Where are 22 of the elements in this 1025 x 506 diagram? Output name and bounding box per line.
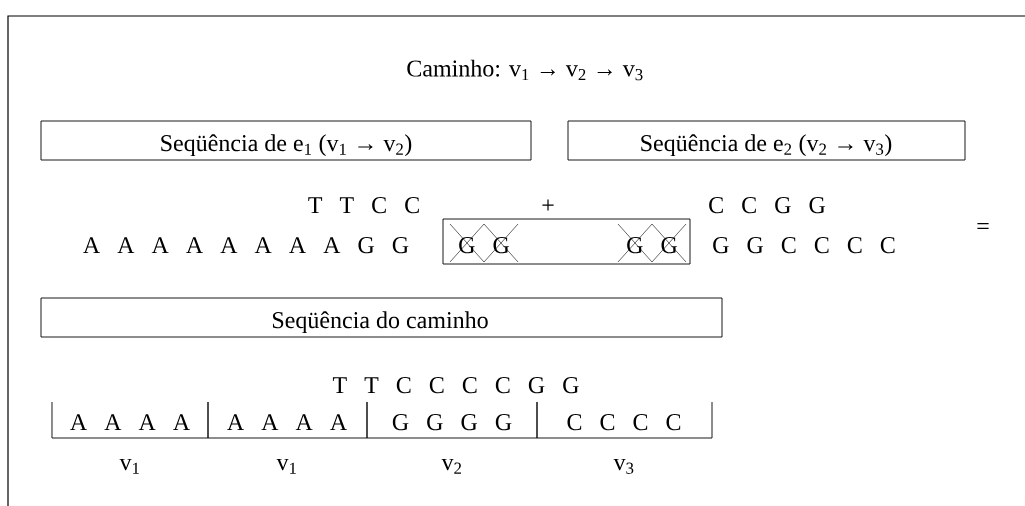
- vertex-label: v$_{2}$: [441, 459, 461, 474]
- sequence-text: T T C C: [308, 197, 419, 214]
- sequence-cell: C C C C: [536, 401, 713, 439]
- equals-sign: =: [977, 223, 989, 230]
- plus-sign: +: [542, 199, 554, 211]
- vertex-label: v$_{1}$: [276, 459, 296, 474]
- overlap-box: [442, 218, 691, 265]
- sequence-text: T T C C C C G G: [332, 377, 579, 394]
- struck-letters: G G: [617, 223, 687, 263]
- label-box: Seqüência de e$_{2}$ (v$_{2}$ → v$_{3}$): [567, 120, 966, 161]
- sequence-cell: A A A A: [51, 401, 209, 439]
- vertex-label: v$_{3}$: [613, 459, 634, 474]
- struck-letters: G G: [449, 223, 519, 263]
- title: Caminho: v$_{1}$ → v$_{2}$ → v$_{3}$: [407, 59, 643, 81]
- vertex-label: v$_{1}$: [119, 459, 139, 474]
- sequence-text: C C G G: [709, 197, 826, 214]
- sequence-text: A A A A A A A A G G: [83, 237, 409, 254]
- sequence-text: G G C C C C: [713, 237, 895, 254]
- label-box: Seqüência do caminho: [40, 297, 723, 338]
- label-box: Seqüência de e$_{1}$ (v$_{1}$ → v$_{2}$): [40, 120, 532, 161]
- sequence-cell: A A A A: [207, 401, 368, 439]
- sequence-cell: G G G G: [366, 401, 538, 439]
